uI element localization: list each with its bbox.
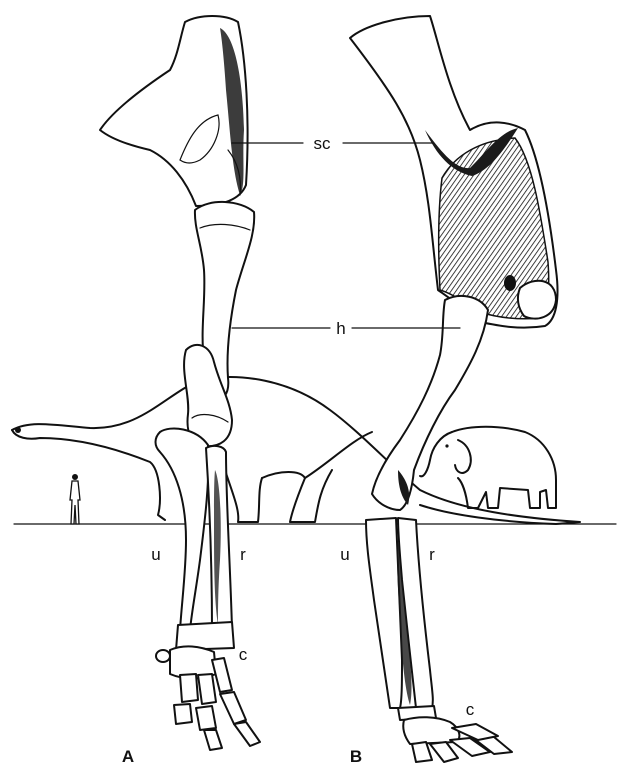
limb-b <box>350 16 558 762</box>
label-carpus-a: c <box>239 645 248 664</box>
panel-label-b: B <box>350 747 362 766</box>
label-radius-b: r <box>429 545 435 564</box>
label-carpus-b: c <box>466 700 475 719</box>
elephant-silhouette <box>420 427 556 508</box>
label-ulna-a: u <box>151 545 160 564</box>
label-ulna-b: u <box>340 545 349 564</box>
scapula-b <box>350 16 558 328</box>
sauropod-silhouette <box>12 377 580 524</box>
manus-b <box>398 706 512 762</box>
label-scapula: sc <box>314 134 332 153</box>
radius-a <box>206 446 232 630</box>
human-silhouette <box>70 474 80 524</box>
label-radius-a: r <box>240 545 246 564</box>
manus-a <box>156 622 260 750</box>
limb-a <box>100 16 260 750</box>
ulna-b <box>366 518 402 708</box>
panel-label-a: A <box>122 747 134 766</box>
ulna-a <box>156 428 209 630</box>
scapula-a <box>100 16 248 206</box>
label-humerus: h <box>336 319 345 338</box>
